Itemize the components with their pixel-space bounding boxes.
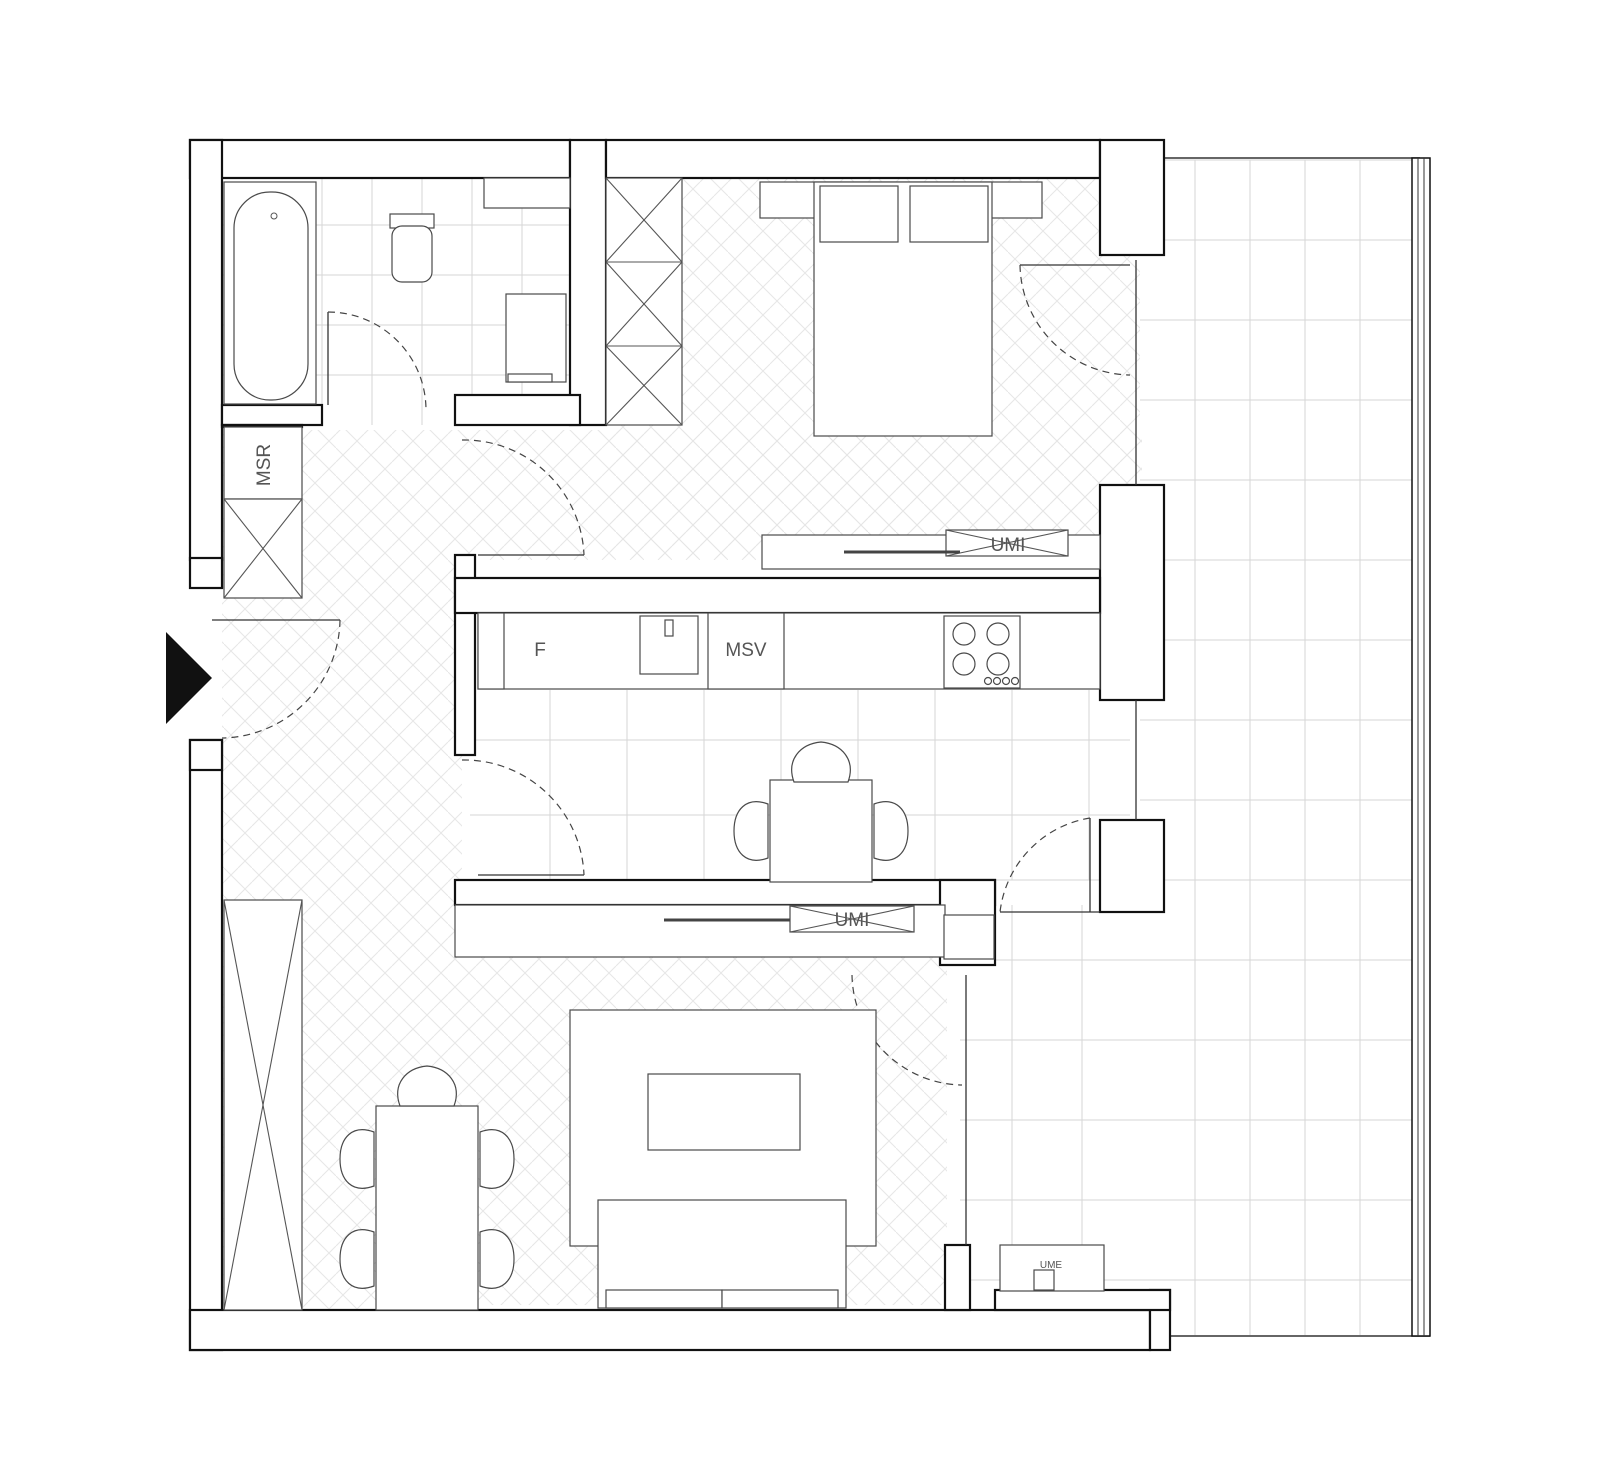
bedroom-wardrobe [605, 177, 683, 426]
umi-living-label: UMI [835, 910, 870, 931]
kitchen-counter: F MSV [477, 612, 1101, 690]
toilet [389, 213, 435, 283]
kitchen-dining-table [733, 741, 909, 883]
bedroom-desk: UMI [761, 529, 1101, 570]
living-console: UMI [454, 904, 995, 960]
bathroom-door[interactable] [327, 311, 427, 411]
bathroom-sink [505, 293, 567, 383]
kitchen-door[interactable] [461, 759, 585, 876]
sofa [597, 1199, 847, 1309]
coffee-table [647, 1073, 801, 1151]
kitchen-terrace-door[interactable] [999, 700, 1137, 913]
umi-bedroom-label: UMI [991, 535, 1026, 556]
terrace-railing [1164, 157, 1431, 1337]
ume-unit: UME [999, 1244, 1105, 1292]
terrace-tiles [960, 159, 1420, 1335]
msr-label: MSR [254, 444, 275, 486]
living-terrace-door[interactable] [851, 974, 967, 1245]
living-wardrobe [223, 899, 303, 1311]
bedroom-door[interactable] [461, 439, 585, 556]
floor-herringbone [222, 178, 1142, 1310]
kitchen-sink [639, 615, 699, 675]
bathtub [223, 181, 317, 405]
msv-label: MSV [725, 640, 767, 661]
ume-label: UME [1040, 1260, 1063, 1271]
bathroom-shelf [483, 177, 571, 209]
cooktop [943, 615, 1021, 689]
exterior-walls [188, 138, 1172, 1352]
interior-walls [220, 393, 1102, 967]
entrance-arrow-icon [166, 632, 212, 724]
bedroom-terrace-door[interactable] [1019, 260, 1137, 485]
bed [759, 181, 1043, 437]
entrance-door[interactable] [166, 556, 341, 772]
fridge-label: F [534, 640, 546, 661]
dining-table [339, 1065, 515, 1311]
msr-closet: MSR [223, 426, 303, 599]
